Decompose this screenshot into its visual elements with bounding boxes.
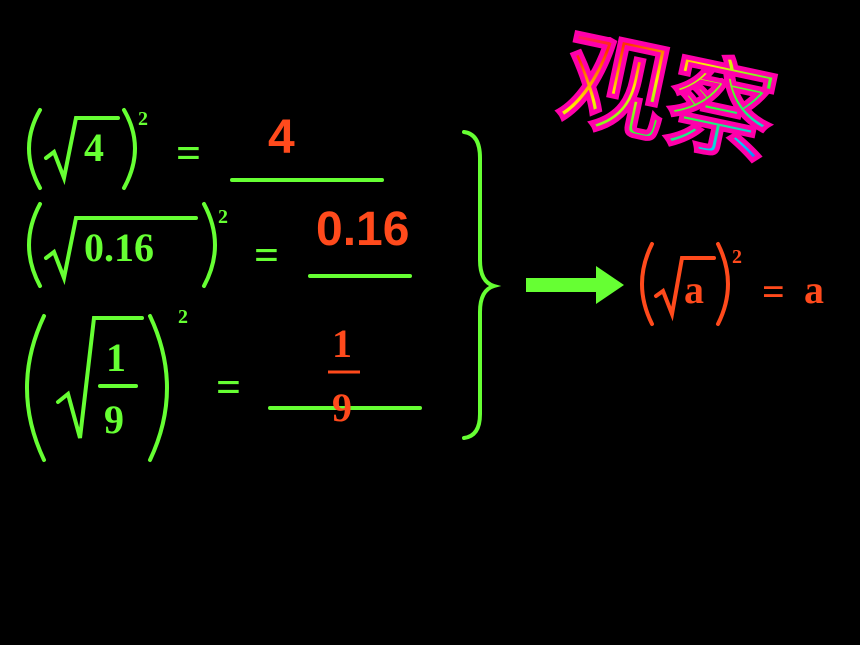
row1-answer: 4 [268, 111, 295, 164]
row3-answer-denominator: 9 [332, 385, 352, 430]
conclusion-left-paren [640, 242, 654, 326]
row2-left-paren [27, 202, 42, 288]
title-wordart: 观察 [548, 15, 787, 184]
row3-expression [25, 314, 422, 462]
conclusion-radicand: a [684, 267, 704, 312]
row3-answer-numerator: 1 [332, 321, 352, 366]
row1-exponent: 2 [138, 108, 148, 130]
row3-right-paren [148, 314, 169, 462]
row2-radicand: 0.16 [84, 225, 154, 270]
right-brace [462, 130, 502, 440]
row1-left-paren [27, 108, 42, 190]
conclusion-result: a [804, 267, 824, 312]
arrow-icon [526, 266, 624, 304]
row2-radical [44, 216, 198, 286]
row2-exponent: 2 [218, 206, 228, 228]
row3-numerator: 1 [106, 335, 126, 380]
conclusion-right-paren [716, 242, 730, 326]
row1-expression [27, 108, 384, 190]
row1-radicand: 4 [84, 125, 104, 170]
row2-right-paren [202, 202, 217, 288]
row1-radical [44, 116, 120, 186]
conclusion-equals: = [762, 269, 785, 314]
row3-radical [56, 316, 144, 439]
conclusion-radical [654, 256, 716, 322]
row2-answer: 0.16 [316, 203, 410, 256]
title-text-svg: 观察 [549, 15, 786, 182]
row3-left-paren [25, 314, 46, 462]
conclusion-exponent: 2 [732, 246, 742, 268]
row2-expression [27, 202, 412, 288]
row1-equals: = [176, 129, 202, 178]
row1-right-paren [122, 108, 137, 190]
row3-equals: = [216, 363, 242, 412]
row3-denominator: 9 [104, 397, 124, 442]
row2-equals: = [254, 231, 280, 280]
row3-exponent: 2 [178, 306, 188, 328]
conclusion-expression [640, 242, 730, 326]
